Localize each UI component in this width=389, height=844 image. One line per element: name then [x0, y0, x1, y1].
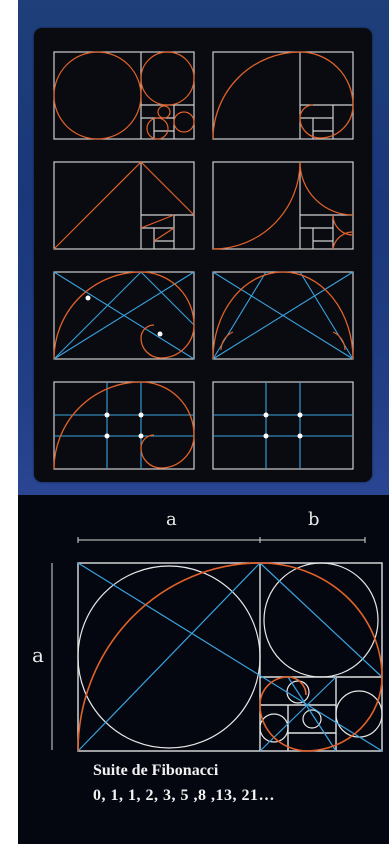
- golden-rectangle-diagram: [51, 537, 383, 752]
- inscribed-circles: [77, 562, 383, 749]
- thumb-spiral-diagonals: [53, 271, 195, 360]
- label-a-horizontal: a: [166, 509, 177, 530]
- thumb-diagonals: [53, 161, 195, 250]
- thumb-thirds-grid: [212, 381, 354, 470]
- main-diagram-area: a b a: [18, 495, 389, 844]
- thumb-thirds-spiral: [53, 381, 195, 470]
- label-b-horizontal: b: [308, 509, 320, 530]
- thumb-cusps: [212, 161, 354, 250]
- thumbnail-grid: [53, 51, 354, 470]
- top-background: [18, 0, 389, 495]
- caption-sequence: 0, 1, 1, 2, 3, 5 ,8 ,13, 21…: [93, 787, 275, 804]
- thumb-double-spiral: [212, 271, 354, 360]
- diagonal-lines: [77, 562, 383, 752]
- label-a-vertical: a: [32, 643, 44, 667]
- thumbnail-panel: [34, 28, 372, 482]
- thumb-spiral: [212, 51, 354, 140]
- caption-title: Suite de Fibonacci: [93, 762, 219, 779]
- image-frame: a b a: [18, 0, 389, 844]
- thumb-circles: [53, 51, 195, 140]
- golden-spiral: [77, 562, 383, 752]
